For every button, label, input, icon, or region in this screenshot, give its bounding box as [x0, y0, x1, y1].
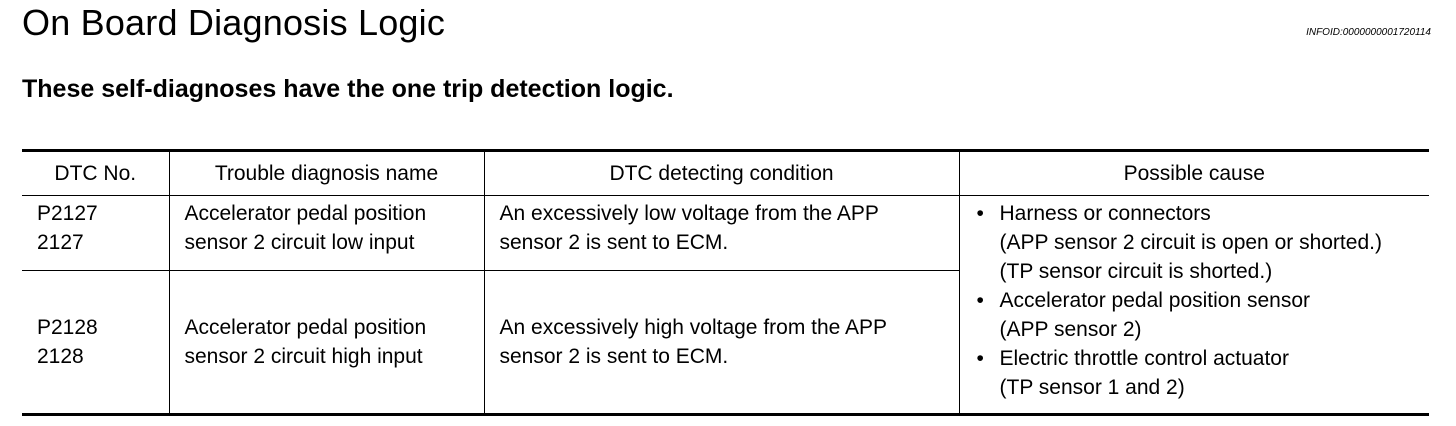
dtc-code-alt: 2127 [37, 231, 84, 254]
dtc-code: P2128 [37, 316, 98, 339]
list-item: • Electric throttle control actuator (TP… [974, 344, 1430, 402]
condition-line: sensor 2 is sent to ECM. [499, 345, 729, 368]
detecting-condition-cell: An excessively high voltage from the APP… [483, 270, 959, 416]
column-header-dtc-detecting-condition: DTC detecting condition [483, 149, 959, 196]
cause-line: Accelerator pedal position sensor [999, 289, 1311, 312]
condition-line: An excessively low voltage from the APP [499, 202, 879, 225]
subtitle: These self-diagnoses have the one trip d… [22, 75, 674, 103]
bullet-icon: • [976, 202, 984, 225]
dtc-no-cell: P2127 2127 [22, 195, 169, 271]
bullet-icon: • [976, 289, 984, 312]
cause-line: (APP sensor 2) [999, 318, 1142, 341]
info-id: INFOID:0000000001720114 [1306, 27, 1431, 38]
condition-line: sensor 2 is sent to ECM. [499, 231, 729, 254]
possible-cause-list: • Harness or connectors (APP sensor 2 ci… [974, 199, 1430, 402]
diagnosis-name-line: Accelerator pedal position [184, 316, 427, 339]
dtc-code: P2127 [37, 202, 98, 225]
dtc-code-alt: 2128 [37, 345, 84, 368]
diagnosis-name-line: sensor 2 circuit high input [184, 345, 423, 368]
diagnosis-name-line: sensor 2 circuit low input [184, 231, 415, 254]
cause-line: Harness or connectors [999, 202, 1211, 225]
condition-line: An excessively high voltage from the APP [499, 316, 888, 339]
list-item: • Accelerator pedal position sensor (APP… [974, 286, 1430, 344]
table-row: P2127 2127 Accelerator pedal position se… [22, 195, 1429, 416]
trouble-diagnosis-name-cell: Accelerator pedal position sensor 2 circ… [168, 270, 484, 416]
column-header-trouble-diagnosis-name: Trouble diagnosis name [168, 149, 484, 196]
table-header-row: DTC No. Trouble diagnosis name DTC detec… [22, 149, 1429, 196]
detecting-condition-cell: An excessively low voltage from the APP … [483, 195, 959, 271]
cause-line: Electric throttle control actuator [999, 347, 1289, 370]
page-title: On Board Diagnosis Logic [22, 2, 446, 43]
list-item: • Harness or connectors (APP sensor 2 ci… [974, 199, 1430, 286]
diagnosis-table: DTC No. Trouble diagnosis name DTC detec… [22, 149, 1429, 416]
trouble-diagnosis-name-cell: Accelerator pedal position sensor 2 circ… [168, 195, 484, 271]
column-header-dtc-no: DTC No. [22, 149, 169, 196]
cause-line: (TP sensor 1 and 2) [999, 376, 1185, 399]
column-header-possible-cause: Possible cause [958, 149, 1429, 196]
cause-line: (APP sensor 2 circuit is open or shorted… [999, 231, 1382, 254]
diagnosis-name-line: Accelerator pedal position [184, 202, 427, 225]
table-row: P2128 2128 Accelerator pedal position se… [22, 270, 1429, 416]
possible-cause-cell: • Harness or connectors (APP sensor 2 ci… [958, 195, 1430, 416]
cause-line: (TP sensor circuit is shorted.) [999, 260, 1273, 283]
bullet-icon: • [976, 347, 984, 370]
dtc-no-cell: P2128 2128 [22, 270, 169, 416]
